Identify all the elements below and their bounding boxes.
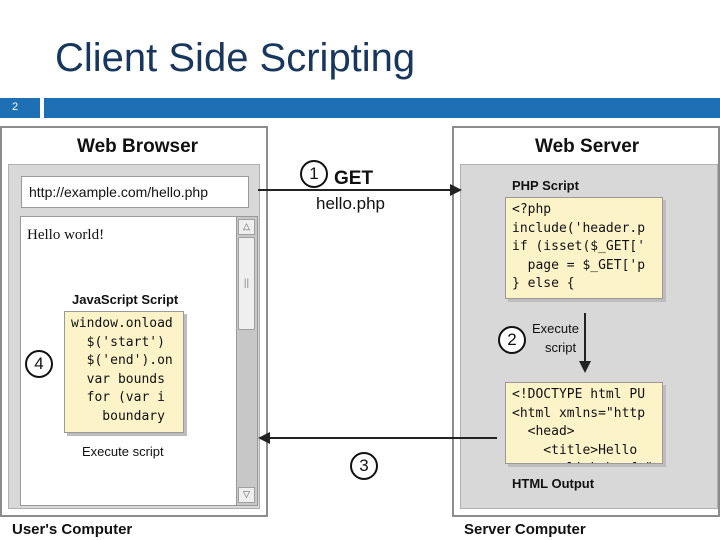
page-hello-text: Hello world!: [27, 227, 105, 243]
step-1-marker: 1: [300, 160, 328, 188]
step-3-marker: 3: [350, 452, 378, 480]
server-computer-label: Server Computer: [464, 521, 586, 538]
request-file-label: hello.php: [316, 194, 386, 213]
html-output-code-box: <!DOCTYPE html PU <html xmlns="http <hea…: [505, 382, 663, 464]
slide-title: Client Side Scripting: [55, 36, 416, 80]
browser-url-bar: http://example.com/hello.php: [21, 176, 249, 208]
web-browser-title: Web Browser: [77, 136, 199, 157]
step-4-marker: 4: [25, 350, 53, 378]
scroll-thumb: ||: [238, 237, 255, 330]
title-bar: [44, 98, 720, 118]
slide-number: 2: [0, 98, 40, 118]
javascript-script-label: JavaScript Script: [72, 292, 179, 307]
users-computer-label: User's Computer: [12, 521, 133, 538]
php-code-box: <?php include('header.p if (isset($_GET[…: [505, 197, 663, 299]
step-2-marker: 2: [498, 326, 526, 354]
scroll-up-arrow-icon: △: [238, 219, 255, 235]
get-method-label: GET: [334, 168, 374, 189]
execute-label-server-line2: script: [545, 340, 577, 355]
web-server-title: Web Server: [535, 136, 640, 157]
execute-label-server-line1: Execute: [532, 321, 579, 336]
javascript-code-box: window.onload $('start') $('end').on var…: [64, 311, 184, 433]
php-script-label: PHP Script: [512, 178, 579, 193]
execute-script-label-browser: Execute script: [82, 444, 164, 459]
html-output-label: HTML Output: [512, 476, 595, 491]
scroll-down-arrow-icon: ▽: [238, 487, 255, 503]
